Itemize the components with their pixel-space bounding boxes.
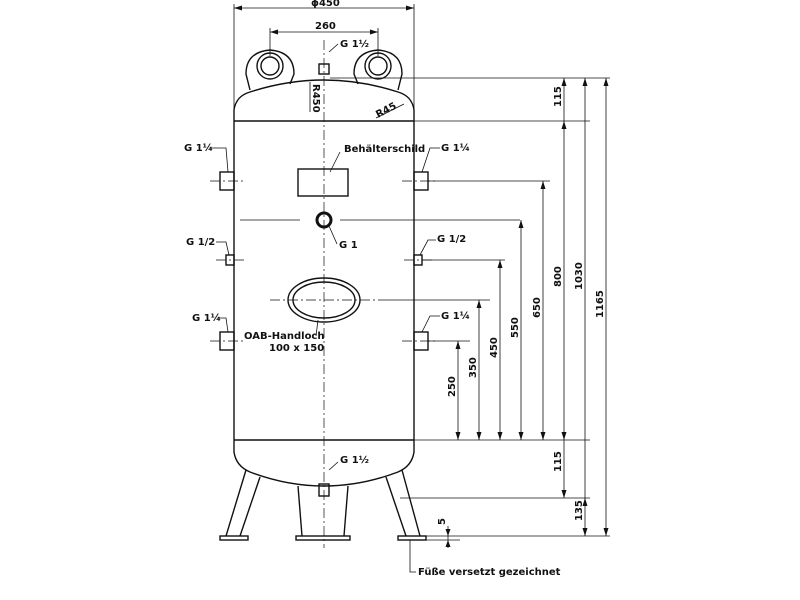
- handhole-size: 100 x 150: [269, 343, 324, 354]
- diameter-dimension: [233, 4, 415, 115]
- top-nozzle: [318, 63, 330, 75]
- center-socket: [240, 211, 520, 229]
- left-middle-leader: [216, 241, 230, 256]
- nameplate-label: Behälterschild: [344, 144, 425, 155]
- dim-650: 650: [532, 297, 543, 318]
- handhole-label: OAB-Handloch: [244, 331, 324, 342]
- dim-1030: 1030: [574, 262, 585, 290]
- leg-left: [219, 469, 261, 541]
- handhole-leader: [315, 319, 319, 337]
- dim-115-bottom: 115: [553, 451, 564, 472]
- dim-5: 5: [437, 518, 448, 525]
- dim-135: 135: [574, 500, 585, 521]
- bottom-nozzle-label: G 1½: [340, 455, 369, 466]
- side-nozzle-left-middle: [216, 254, 244, 266]
- bottom-nozzle-leader: [328, 461, 339, 471]
- right-upper-label: G 1¼: [441, 142, 470, 154]
- center-socket-label: G 1: [339, 240, 358, 251]
- dim-115-top: 115: [553, 86, 564, 107]
- side-nozzle-left-upper: [210, 171, 246, 191]
- radius-knuckle-label: R45: [374, 101, 398, 121]
- radius-knuckle-leader: [375, 103, 405, 119]
- left-lower-leader: [218, 317, 229, 333]
- top-nozzle-leader: [328, 43, 339, 53]
- leg-center: [295, 485, 351, 541]
- leg-right: [385, 469, 427, 541]
- extension-lines: [330, 77, 610, 541]
- handhole: [270, 277, 380, 323]
- nameplate-rect: [297, 168, 349, 197]
- center-socket-leader: [328, 225, 338, 245]
- diameter-value: ϕ450: [311, 0, 340, 9]
- left-upper-label: G 1¼: [184, 142, 213, 154]
- lug-spacing-value: 260: [315, 21, 336, 32]
- left-middle-label: G 1/2: [186, 237, 215, 248]
- dim-250: 250: [447, 376, 458, 397]
- bottom-nozzle: [318, 483, 330, 497]
- dim-1165: 1165: [595, 290, 606, 318]
- feet-note: Füße versetzt gezeichnet: [418, 567, 561, 578]
- left-lower-label: G 1¼: [192, 312, 221, 324]
- dim-800: 800: [553, 266, 564, 287]
- vertical-dimension-lines: [445, 78, 609, 548]
- radius-top-label: R450: [310, 84, 321, 113]
- lug-spacing-dimension: [269, 28, 379, 56]
- nameplate-leader: [329, 151, 341, 173]
- left-upper-leader: [210, 147, 229, 173]
- right-middle-label: G 1/2: [437, 234, 466, 245]
- side-nozzle-left-lower: [210, 331, 246, 351]
- right-lower-leader: [421, 315, 440, 333]
- dim-450: 450: [489, 337, 500, 358]
- right-upper-leader: [421, 147, 440, 173]
- top-nozzle-label: G 1½: [340, 39, 369, 50]
- feet-note-leader: [409, 540, 416, 573]
- right-lower-label: G 1¼: [441, 310, 470, 322]
- dim-550: 550: [510, 317, 521, 338]
- right-middle-leader: [419, 239, 436, 256]
- dim-350: 350: [468, 357, 479, 378]
